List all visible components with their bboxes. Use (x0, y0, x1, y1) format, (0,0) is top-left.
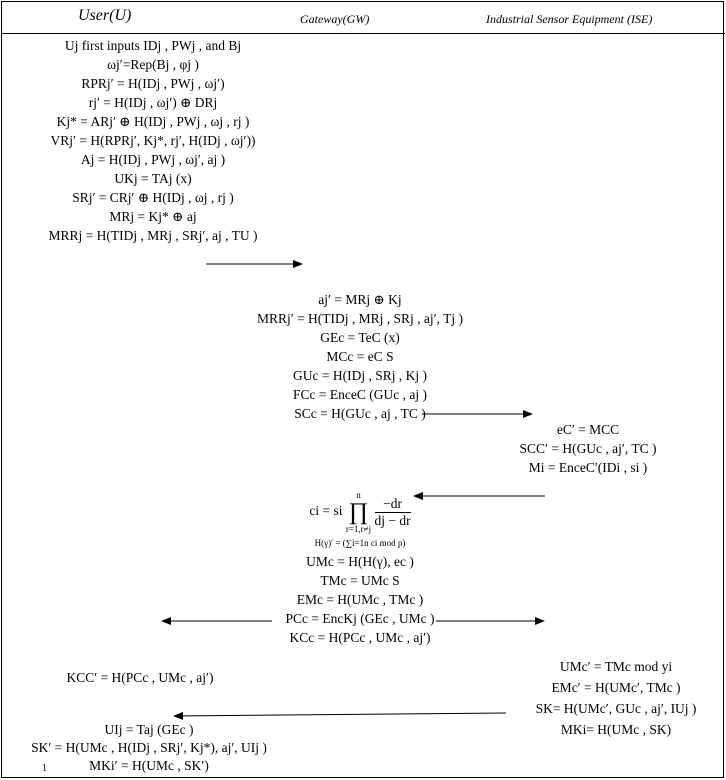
gw2-step-em: EMc = H(UMc , TMc ) (296, 592, 424, 607)
user3-step-mk: MKi′ = H(UMc , SK′) (89, 758, 209, 773)
step-a: Aj = H(IDj , PWj , ωj′, aj ) (80, 152, 226, 167)
gw-step-fc: FCc = EnceC (GUc , aj ) (293, 387, 427, 402)
arrow-ise-to-user (173, 711, 507, 720)
ise-step-sc: SCC′ = H(GUc , aj′, TC ) (519, 441, 657, 456)
user-kc-step: KCC′ = H(PCc , UMc , aj′) (50, 668, 230, 687)
ci-formula: ci = si n ∏ r=1,r≠j −dr dj − dr (240, 490, 480, 534)
gw-step-sc: SCc = H(GUc , aj , TC ) (294, 406, 426, 421)
gw-step-mrr: MRRj′ = H(TIDj , MRj , SRj , aj′, Tj ) (256, 311, 464, 326)
header-ise: Industrial Sensor Equipment (ISE) (486, 12, 653, 26)
ise-step-m: Mi = EnceC′(IDi , si ) (528, 460, 648, 475)
gw2-step-tm: TMc = UMc S (320, 573, 400, 588)
ci-fraction: −dr dj − dr (374, 496, 411, 529)
user-step-kc: KCC′ = H(PCc , UMc , aj′) (66, 670, 214, 685)
ise2-step-um: UMc′ = TMc mod yi (559, 659, 673, 674)
user3-step-sk: SK′ = H(UMc , H(IDj , SRj′, Kj*), aj′, U… (31, 740, 267, 755)
header-gateway: Gateway(GW) (300, 12, 370, 26)
header-divider (1, 33, 725, 34)
line-number: 1 (42, 763, 47, 774)
gw-step-gu: GUc = H(IDj , SRj , Kj ) (293, 368, 427, 383)
gw-step-ge: GEc = TeC (x) (320, 330, 400, 345)
fraction-numerator: −dr (374, 496, 411, 513)
gw-step-a: aj′ = MRj ⊕ Kj (318, 292, 402, 307)
step-rpr: RPRj′ = H(IDj , PWj , ωj′) (81, 76, 225, 91)
step-omega: ωj′=Rep(Bj , φj ) (107, 57, 199, 72)
user-login-steps: Uj first inputs IDj , PWj , and Bj ωj′=R… (18, 36, 288, 245)
ci-lhs: ci = si (309, 503, 343, 519)
fraction-denominator: dj − dr (374, 512, 411, 528)
user3-step-ui: UIj = Taj (GEc ) (104, 722, 194, 737)
step-r: rj′ = H(IDj , ωj′) ⊕ DRj (88, 95, 218, 110)
user-session-steps: UIj = Taj (GEc ) SK′ = H(UMc , H(IDj , S… (14, 721, 284, 775)
gateway-key-steps: ci = si n ∏ r=1,r≠j −dr dj − dr H(γ)′ = … (240, 490, 480, 647)
ise-response-steps: eC′ = MCC SCC′ = H(GUc , aj′, TC ) Mi = … (488, 420, 688, 477)
product-upper: n (356, 490, 361, 500)
step-input: Uj first inputs IDj , PWj , and Bj (64, 38, 242, 53)
gw2-step-um: UMc = H(H(γ), ec ) (306, 554, 414, 569)
ise2-step-sk: SK= H(UMc′, GUc , aj′, IUj ) (535, 701, 697, 716)
product-lower: r=1,r≠j (345, 524, 372, 534)
ise-step-e: eC′ = MCC (556, 422, 620, 437)
hash-gamma: H(γ)′ = (∑i=1n ci mod p) (314, 538, 406, 548)
header-user: User(U) (78, 7, 132, 24)
step-mr: MRj = Kj* ⊕ aj (109, 209, 197, 224)
ise-session-steps: UMc′ = TMc mod yi EMc′ = H(UMc′, TMc ) S… (506, 656, 726, 740)
ise2-step-em: EMc′ = H(UMc′, TMc ) (551, 680, 681, 695)
step-mrr: MRRj = H(TIDj , MRj , SRj′, aj , TU ) (48, 228, 258, 243)
step-sr: SRj′ = CRj′ ⊕ H(IDj , ωj , rj ) (72, 190, 234, 205)
gateway-verify-steps: aj′ = MRj ⊕ Kj MRRj′ = H(TIDj , MRj , SR… (230, 290, 490, 423)
gw2-step-kc: KCc = H(PCc , UMc , aj′) (289, 630, 431, 645)
product-operator: n ∏ r=1,r≠j (346, 490, 371, 534)
gw2-step-pc: PCc = EncKj (GEc , UMc ) (285, 611, 435, 626)
step-k: Kj* = ARj′ ⊕ H(IDj , PWj , ωj , rj ) (56, 114, 250, 129)
ise2-step-mk: MKi= H(UMc , SK) (560, 722, 672, 737)
product-symbol: ∏ (348, 499, 369, 525)
step-vr: VRj′ = H(RPRj′, Kj*, rj′, H(IDj , ωj′)) (50, 133, 256, 148)
gw-step-mc: MCc = eC S (326, 349, 394, 364)
step-uk: UKj = TAj (x) (114, 171, 192, 186)
